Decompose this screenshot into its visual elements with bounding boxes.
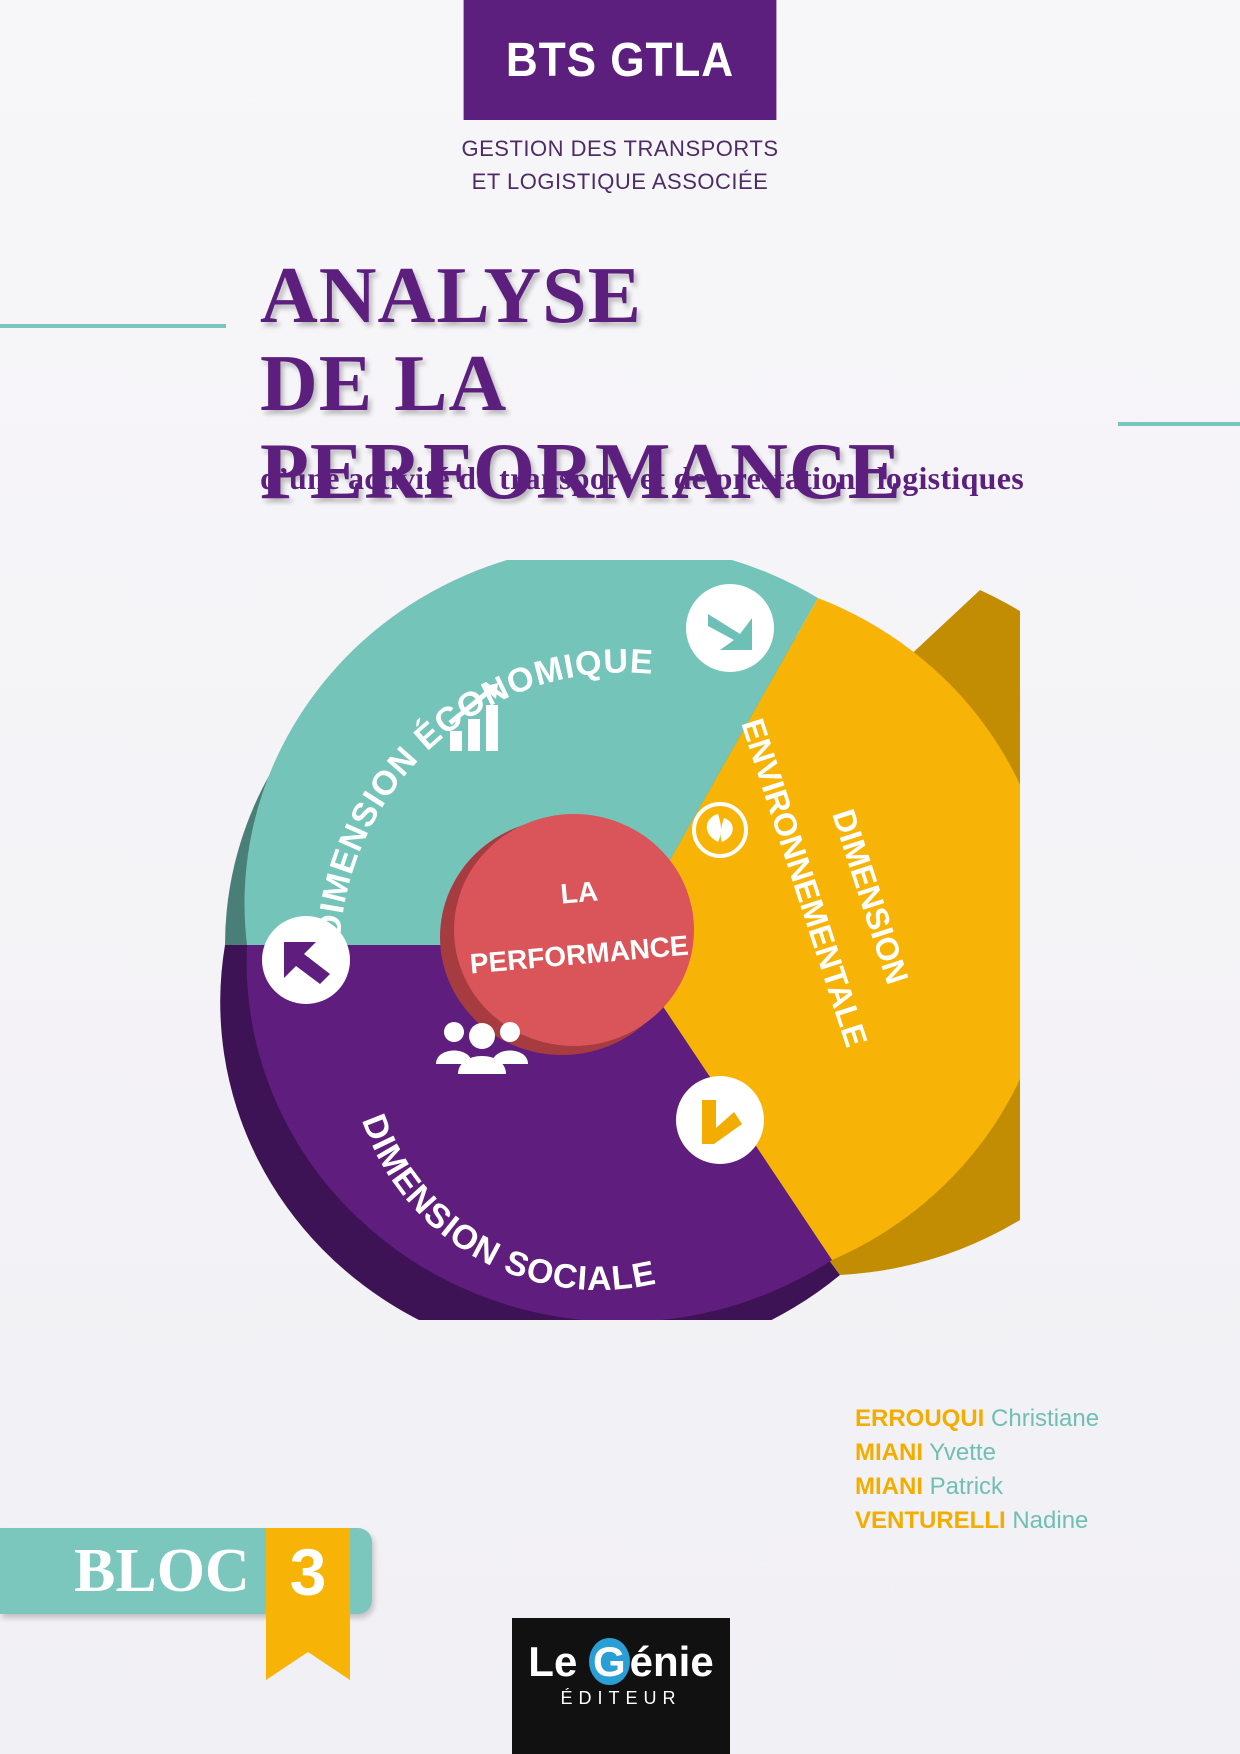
performance-wheel: LA PERFORMANCE DIMENSION ÉCONOMIQUE DIME… bbox=[220, 560, 1020, 1320]
subtitle-line-2: ET LOGISTIQUE ASSOCIÉE bbox=[471, 169, 769, 194]
divider-right bbox=[1118, 422, 1240, 426]
growth-chart-icon bbox=[448, 683, 498, 751]
author-last-name: MIANI bbox=[855, 1473, 923, 1500]
divider-left bbox=[0, 324, 226, 328]
author-last-name: ERROUQUI bbox=[855, 1405, 985, 1432]
authors-list: ERROUQUI Christiane MIANI Yvette MIANI P… bbox=[855, 1402, 1235, 1538]
author-4: VENTURELLI Nadine bbox=[855, 1504, 1235, 1538]
title-line-2: DE LA PERFORMANCE bbox=[260, 340, 903, 516]
publisher-g-badge: G bbox=[588, 1638, 630, 1685]
author-first-name: Christiane bbox=[991, 1405, 1100, 1432]
leaf-recycle-icon bbox=[692, 802, 748, 858]
segment-economic bbox=[244, 560, 818, 945]
author-first-name: Yvette bbox=[929, 1439, 996, 1466]
publisher-logo: Le Génie ÉDITEUR bbox=[512, 1618, 730, 1754]
center-label-1: LA bbox=[559, 875, 599, 909]
bloc-ribbon-icon bbox=[266, 1528, 350, 1680]
segment-social bbox=[246, 945, 832, 1320]
book-tagline: d’une activité de transport et de presta… bbox=[260, 460, 1025, 496]
author-2: MIANI Yvette bbox=[855, 1436, 1235, 1470]
bloc-number: 3 bbox=[289, 1535, 327, 1609]
author-last-name: MIANI bbox=[855, 1439, 923, 1466]
author-first-name: Nadine bbox=[1012, 1507, 1089, 1534]
subtitle-line-1: GESTION DES TRANSPORTS bbox=[461, 136, 779, 161]
author-3: MIANI Patrick bbox=[855, 1470, 1235, 1504]
center-disk bbox=[454, 814, 694, 1046]
people-icon bbox=[436, 1022, 528, 1074]
publisher-name: Le Génie bbox=[512, 1638, 730, 1686]
author-1: ERROUQUI Christiane bbox=[855, 1402, 1235, 1436]
series-badge: BTS GTLA bbox=[463, 0, 777, 120]
book-title: ANALYSE DE LA PERFORMANCE bbox=[260, 252, 1120, 516]
title-line-1: ANALYSE bbox=[260, 252, 642, 340]
series-subtitle: GESTION DES TRANSPORTS ET LOGISTIQUE ASS… bbox=[450, 132, 790, 198]
arrow-badge-left-icon bbox=[262, 916, 350, 1004]
publisher-name-part: Le bbox=[528, 1638, 589, 1685]
publisher-subtitle: ÉDITEUR bbox=[560, 1688, 682, 1708]
author-last-name: VENTURELLI bbox=[855, 1507, 1006, 1534]
author-first-name: Patrick bbox=[929, 1473, 1004, 1500]
publisher-name-part: énie bbox=[629, 1638, 714, 1685]
arrow-badge-bottom-icon bbox=[676, 1076, 764, 1164]
arrow-badge-top-icon bbox=[686, 584, 774, 672]
segment-environmental bbox=[622, 598, 1020, 1260]
bloc-label: BLOC bbox=[74, 1537, 250, 1605]
